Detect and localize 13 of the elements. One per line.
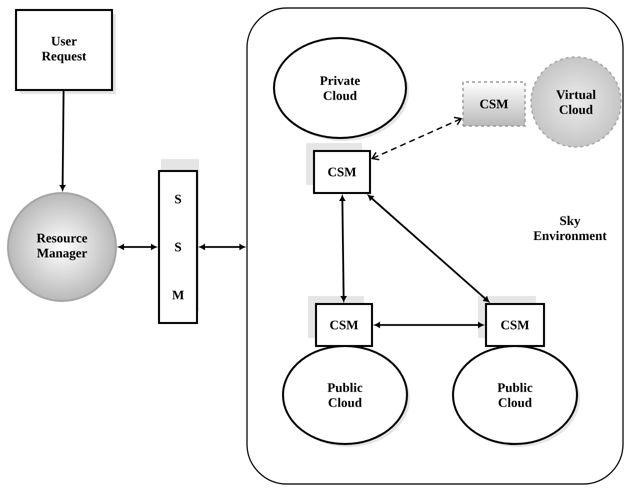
manager-box: CSM — [308, 296, 373, 347]
arrow — [60, 90, 66, 190]
arrow — [340, 196, 346, 302]
arrow — [371, 116, 462, 160]
request-box: User Request — [15, 9, 116, 94]
vertical-box: S S M — [158, 159, 199, 324]
arrow — [374, 322, 484, 328]
arrow — [368, 194, 490, 302]
manager-box: CSM — [478, 296, 545, 347]
arrow — [118, 244, 156, 250]
manager-box: CSM — [306, 143, 371, 194]
arrow — [200, 244, 245, 250]
manager-box: CSM — [462, 81, 526, 127]
